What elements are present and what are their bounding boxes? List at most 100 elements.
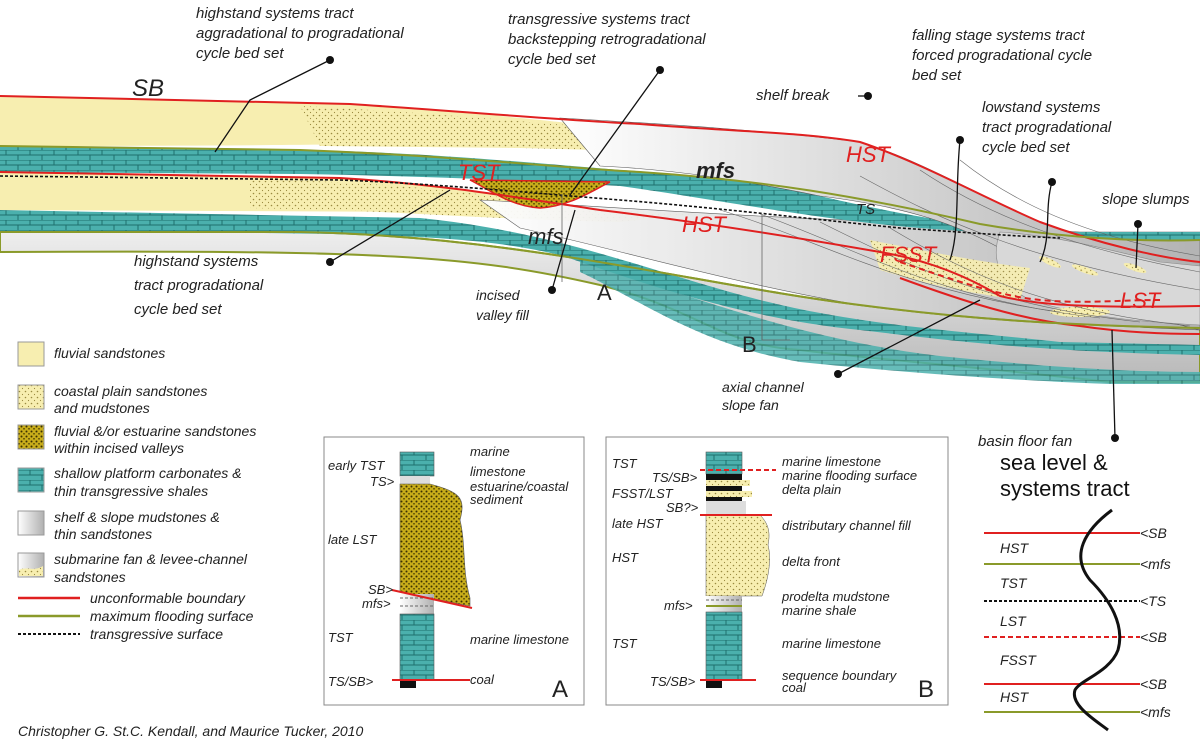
col-b-late-hst: late HST — [612, 516, 664, 531]
lst-label-2: tract progradational — [982, 119, 1112, 136]
leader-dots — [326, 56, 1142, 442]
col-b-delta-front: delta front — [782, 554, 841, 569]
lst-sb-dashed — [899, 261, 1161, 303]
credit-line: Christopher G. St.C. Kendall, and Mauric… — [18, 723, 363, 739]
tract-lst-label: LST — [1120, 288, 1162, 313]
col-a-marine-limestone: marine limestone — [470, 632, 569, 647]
col-b-delta-plain: delta plain — [782, 482, 841, 497]
legend-shelf-label-1: shelf & slope mudstones & — [54, 509, 220, 525]
slope-slumps-label: slope slumps — [1102, 191, 1190, 208]
legend-swatch-carbonate — [17, 467, 45, 493]
col-a-estuarine-1: estuarine/coastal — [470, 479, 569, 494]
sl-boundary-sb-2: <SB — [1140, 629, 1167, 645]
tract-fsst-label: FSST — [880, 242, 938, 267]
legend-fan-label-2: sandstones — [54, 569, 126, 585]
col-a-marine: marine — [470, 444, 510, 459]
column-a-panel: early TST TS> late LST SB> mfs> TST TS/S… — [323, 436, 585, 706]
col-b-title: B — [918, 676, 934, 703]
col-a-tst: TST — [328, 630, 354, 645]
legend-carbonate-label-2: thin transgressive shales — [54, 483, 208, 499]
col-b-coal: coal — [782, 680, 807, 695]
upper-carbonate-band — [0, 146, 1200, 240]
col-b-marine-limestone: marine limestone — [782, 636, 881, 651]
col-b-sequence-boundary: sequence boundary — [782, 668, 898, 683]
tst-label-2: backstepping retrogradational — [508, 31, 706, 48]
col-b-ts-sb: TS/SB> — [650, 674, 696, 689]
cross-section — [0, 95, 1200, 384]
col-a-title: A — [552, 676, 568, 703]
clinoform-lines — [719, 159, 1200, 327]
sl-boundary-ts: <TS — [1140, 593, 1167, 609]
hst-prog-label-3: cycle bed set — [134, 301, 222, 318]
incised-label-2: valley fill — [476, 307, 530, 323]
sl-tract-tst: TST — [1000, 575, 1028, 591]
mfs-lower-label: mfs — [528, 224, 563, 249]
legend-swatch-fluvial — [17, 341, 45, 367]
transgressive-surface — [0, 175, 1061, 239]
col-b-mfs: mfs> — [664, 598, 693, 613]
col-b-hst: HST — [612, 550, 639, 565]
hst-aggr-label-2: aggradational to progradational — [196, 25, 404, 42]
axial-label-1: axial channel — [722, 379, 805, 395]
sea-level-curve — [1072, 508, 1122, 732]
cross-section-labels: SB highstand systems tract aggradational… — [132, 5, 1190, 450]
sea-level-title-2: systems tract — [1000, 476, 1130, 501]
sl-tract-lst: LST — [1000, 613, 1027, 629]
lower-carbonate-band — [0, 210, 1200, 355]
tst-label-1: transgressive systems tract — [508, 11, 691, 28]
col-a-ts-sb: TS/SB> — [328, 674, 374, 689]
sb-label: SB — [132, 75, 164, 102]
hst-aggr-label-3: cycle bed set — [196, 45, 284, 62]
legend-fluvial-label: fluvial sandstones — [54, 345, 165, 361]
legend-swatch-estuarine — [17, 424, 45, 450]
col-a-estuarine-2: sediment — [470, 492, 524, 507]
lst-label-1: lowstand systems — [982, 99, 1101, 116]
legend-shelf-label-2: thin sandstones — [54, 526, 152, 542]
col-a-coal: coal — [470, 672, 495, 687]
sea-level-title-1: sea level & — [1000, 450, 1108, 475]
legend-swatch-coastal — [17, 384, 45, 410]
sl-boundary-sb-1: <SB — [1140, 525, 1167, 541]
point-b-label: B — [742, 332, 757, 357]
col-b-tst-top: TST — [612, 456, 638, 471]
col-b-tst: TST — [612, 636, 638, 651]
col-b-marine-limestone-top: marine limestone — [782, 454, 881, 469]
column-b-panel: TST TS/SB> FSST/LST SB?> late HST HST mf… — [605, 436, 949, 706]
legend-mfs-label: maximum flooding surface — [90, 608, 254, 624]
legend-swatch-shelf — [17, 510, 45, 536]
col-b-prodelta: prodelta mudstone — [781, 589, 890, 604]
mfs-upper-label: mfs — [696, 158, 735, 183]
sl-tract-fsst: FSST — [1000, 652, 1037, 668]
legend-carbonate-label-1: shallow platform carbonates & — [54, 465, 242, 481]
col-b-ts-sb-top: TS/SB> — [652, 470, 698, 485]
col-a-sb: SB> — [368, 582, 393, 597]
hst-prog-label-1: highstand systems — [134, 253, 259, 270]
basin-carbonate-base — [580, 260, 1200, 384]
legend-fan-label-1: submarine fan & levee-channel — [54, 551, 248, 567]
point-a-label: A — [597, 280, 612, 305]
col-a-late-lst: late LST — [328, 532, 377, 547]
hst-aggr-label-1: highstand systems tract — [196, 5, 354, 22]
tract-hst-upper-label: HST — [846, 142, 892, 167]
sea-level-panel: sea level & systems tract HST TST LST FS… — [984, 450, 1171, 732]
col-b-distributary: distributary channel fill — [782, 518, 912, 533]
legend-coastal-label-2: and mudstones — [54, 400, 150, 416]
legend-estuarine-label-2: within incised valleys — [54, 440, 184, 456]
sl-tract-hst-2: HST — [1000, 689, 1029, 705]
col-a-mfs: mfs> — [362, 596, 391, 611]
col-a-ts: TS> — [370, 474, 395, 489]
fsst-wedge — [870, 240, 1030, 300]
tst-label-3: cycle bed set — [508, 51, 596, 68]
shelf-break-label: shelf break — [756, 87, 831, 104]
sl-boundary-mfs-2: <mfs — [1140, 704, 1171, 720]
sl-boundary-mfs-1: <mfs — [1140, 556, 1171, 572]
col-b-fsst-lst: FSST/LST — [612, 486, 674, 501]
legend: fluvial sandstones coastal plain sandsto… — [17, 341, 256, 642]
tract-tst-label: TST — [458, 160, 501, 185]
legend-coastal-label-1: coastal plain sandstones — [54, 383, 207, 399]
fsst-label-1: falling stage systems tract — [912, 27, 1085, 44]
sl-boundary-sb-3: <SB — [1140, 676, 1167, 692]
col-b-sb-q: SB?> — [666, 500, 699, 515]
legend-estuarine-label-1: fluvial &/or estuarine sandstones — [54, 423, 256, 439]
